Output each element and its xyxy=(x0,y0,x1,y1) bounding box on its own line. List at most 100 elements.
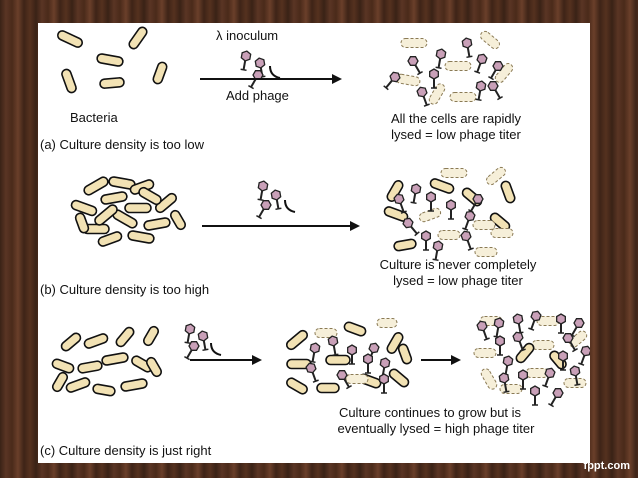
phage-icon xyxy=(468,194,484,214)
phage-icon xyxy=(426,191,436,212)
phage-icon xyxy=(528,310,542,331)
bacterium xyxy=(51,371,69,393)
lysed-bacterium xyxy=(486,166,506,186)
phage-icon xyxy=(548,388,564,408)
phage-icon xyxy=(569,365,581,387)
phage-icon xyxy=(512,313,524,335)
slide-canvas: λ inoculum Add phage Bacteria All the ce… xyxy=(38,23,590,463)
lysed-bacterium xyxy=(440,168,468,178)
phage-icon xyxy=(578,345,590,366)
bacterium xyxy=(56,30,84,48)
phage-icon xyxy=(407,56,423,76)
lysed-bacterium xyxy=(490,228,514,238)
bacterium xyxy=(286,377,308,395)
bacterium xyxy=(429,178,455,194)
bacterium xyxy=(70,199,98,217)
phage-icon xyxy=(558,350,568,371)
lysed-bacterium xyxy=(563,378,587,388)
bacterium xyxy=(152,61,168,85)
lysed-bacterium xyxy=(525,368,549,378)
bacterium xyxy=(386,332,404,354)
phage-icon xyxy=(421,230,431,251)
bacterium xyxy=(128,26,148,50)
brand-label: fppt.com xyxy=(583,460,630,472)
arrow-add-phage xyxy=(200,74,342,84)
arrow-culture-outcome xyxy=(202,221,360,231)
bacterium xyxy=(120,378,148,392)
phage-icon xyxy=(309,342,321,364)
phage-icon xyxy=(347,344,357,365)
bacterium xyxy=(51,358,75,374)
bacterium xyxy=(99,77,125,89)
phage-icon xyxy=(248,70,264,90)
lysed-bacterium xyxy=(474,247,498,257)
bacterium xyxy=(393,238,417,252)
phage-icon xyxy=(487,81,503,101)
bacterium xyxy=(127,230,155,244)
lysed-bacterium xyxy=(536,316,560,326)
lysed-bacterium xyxy=(568,330,588,348)
phage-icon xyxy=(429,68,439,89)
bacterium xyxy=(316,382,340,394)
lysed-bacterium xyxy=(480,368,498,390)
lysed-bacterium xyxy=(499,384,523,394)
lysed-bacterium xyxy=(531,340,555,350)
result-a-line1: All the cells are rapidly xyxy=(390,111,522,126)
phage-icon xyxy=(512,331,526,352)
bacterium xyxy=(143,217,171,231)
bacterium xyxy=(115,326,135,348)
phage-icon xyxy=(432,240,444,262)
phage-icon xyxy=(402,217,420,237)
bacterium xyxy=(285,329,309,351)
lysed-bacterium xyxy=(437,230,461,240)
bacterium xyxy=(83,333,109,349)
bacterium xyxy=(77,360,103,374)
phage-injection-curve xyxy=(269,65,281,79)
caption-b: (b) Culture density is too high xyxy=(40,282,210,297)
bacterium xyxy=(101,352,129,366)
phage-icon xyxy=(518,369,528,390)
caption-c: (c) Culture density is just right xyxy=(40,443,212,458)
lysed-bacterium xyxy=(472,220,496,230)
arrow-eventual-lysis xyxy=(421,355,461,365)
phage-icon xyxy=(495,335,505,356)
bacterium xyxy=(500,180,516,204)
lysed-bacterium xyxy=(444,61,472,71)
phage-icon xyxy=(474,53,488,74)
bacterium xyxy=(83,176,109,196)
bacterium xyxy=(96,53,124,67)
phage-icon xyxy=(327,335,339,357)
phage-icon xyxy=(270,189,282,211)
phage-icon xyxy=(416,86,430,107)
bacterium xyxy=(65,377,91,393)
lysed-bacterium xyxy=(314,328,338,338)
phage-injection-curve xyxy=(284,199,296,213)
phage-icon xyxy=(461,37,473,59)
phage-culture-diagram xyxy=(51,26,590,408)
bacterium xyxy=(515,342,535,364)
bacterium xyxy=(61,68,77,94)
bacterium xyxy=(325,354,351,366)
phage-icon xyxy=(410,183,422,205)
result-b-line1: Culture is never completely xyxy=(379,257,537,272)
phage-icon xyxy=(462,210,476,231)
inoculum-label: λ inoculum xyxy=(216,28,279,43)
bacterium xyxy=(154,192,178,214)
lysed-bacterium xyxy=(400,38,428,48)
bacterium xyxy=(74,212,90,234)
phage-icon xyxy=(569,318,585,338)
bacterium xyxy=(97,231,123,247)
lysed-bacterium xyxy=(376,318,398,328)
caption-a: (a) Culture density is too low xyxy=(40,137,205,152)
phage-icon xyxy=(530,385,540,406)
lysed-bacterium xyxy=(480,30,500,50)
bacterium xyxy=(124,202,152,214)
bacterium xyxy=(386,180,404,202)
phage-injection-curve xyxy=(210,342,222,356)
phage-icon xyxy=(383,71,401,91)
bacterium xyxy=(92,383,116,397)
bacterium xyxy=(138,186,162,206)
phage-icon xyxy=(498,372,510,394)
bacterium xyxy=(343,321,367,337)
phage-icon xyxy=(435,48,447,70)
